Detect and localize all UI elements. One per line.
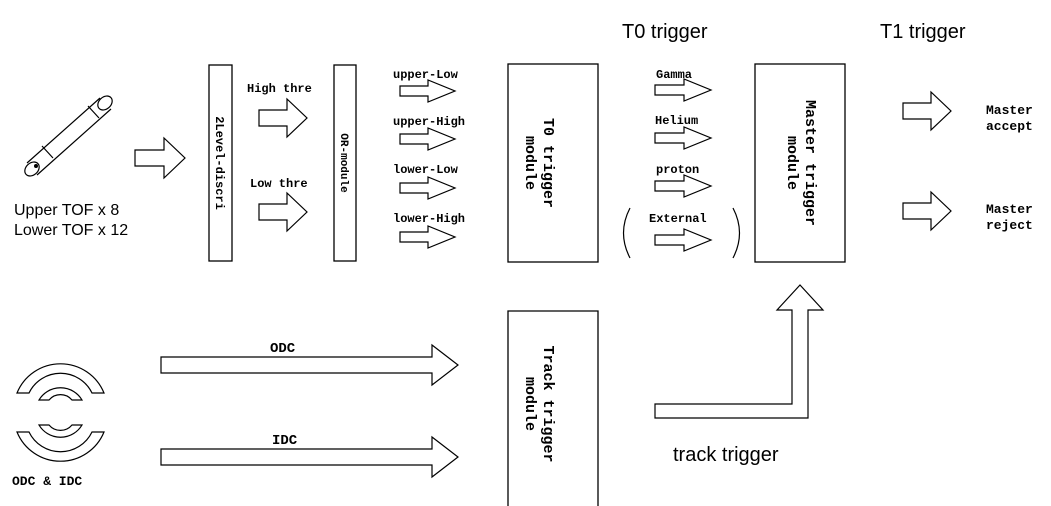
discri-module-box <box>208 64 233 262</box>
t0-module-box <box>507 63 599 263</box>
or-module-box <box>333 64 357 262</box>
t1-trigger-header: T1 trigger <box>880 21 966 43</box>
master-reject-label-line1: Master <box>986 202 1033 217</box>
external-label: External <box>649 212 707 226</box>
chamber-label: ODC & IDC <box>12 474 82 489</box>
helium-arrow <box>654 126 713 150</box>
low-thre-arrow <box>258 191 308 233</box>
master-accept-arrow <box>902 90 952 132</box>
high-thre-label: High thre <box>247 82 312 96</box>
master-reject-label-line2: reject <box>986 218 1033 233</box>
t0-input-arrow <box>399 176 457 200</box>
t0-input-arrow <box>399 79 457 103</box>
proton-label: proton <box>656 163 699 177</box>
gamma-label: Gamma <box>656 68 692 82</box>
t0-input-arrow <box>399 127 457 151</box>
track-module-label-line1: Track trigger <box>539 345 556 462</box>
t0-input-label: lower-High <box>393 212 465 226</box>
tof-tube-icon <box>24 95 113 177</box>
discri-module-label: 2Level-discri <box>212 116 226 210</box>
t0-input-label: lower-Low <box>393 163 459 177</box>
tof-to-discri-arrow <box>134 136 186 180</box>
odc-arrow <box>160 343 459 387</box>
t0-input-label: upper-Low <box>393 68 459 82</box>
master-accept-label-line2: accept <box>986 119 1033 134</box>
t0-module-label-line1: T0 trigger <box>539 118 556 208</box>
odc-label: ODC <box>270 341 296 357</box>
proton-arrow <box>654 174 713 198</box>
chamber-icon <box>16 363 105 462</box>
t0-input-arrow <box>399 225 457 249</box>
gamma-arrow <box>654 78 713 102</box>
external-arrow <box>654 228 713 252</box>
idc-label: IDC <box>272 433 298 449</box>
external-left-paren <box>622 207 631 259</box>
tof-upper-label: Upper TOF x 8 <box>14 202 119 219</box>
high-thre-arrow <box>258 97 308 139</box>
helium-label: Helium <box>655 114 698 128</box>
master-module-label-line2: module <box>783 136 800 190</box>
tof-lower-label: Lower TOF x 12 <box>14 222 128 239</box>
master-reject-arrow <box>902 190 952 232</box>
t0-module-label-line2: module <box>521 136 538 190</box>
master-module-label-line1: Master trigger <box>801 100 818 226</box>
master-accept-label-line1: Master <box>986 103 1033 118</box>
track-module-label-line2: module <box>521 377 538 431</box>
external-right-paren <box>732 207 741 259</box>
t0-input-label: upper-High <box>393 115 465 129</box>
idc-arrow <box>160 435 459 479</box>
low-thre-label: Low thre <box>250 177 308 191</box>
t0-trigger-header: T0 trigger <box>622 21 708 43</box>
track-trigger-arrow <box>654 284 825 419</box>
track-trigger-label: track trigger <box>673 444 779 466</box>
track-module-box <box>507 310 599 506</box>
or-module-label: OR-module <box>337 133 349 193</box>
master-module-box <box>754 63 846 263</box>
